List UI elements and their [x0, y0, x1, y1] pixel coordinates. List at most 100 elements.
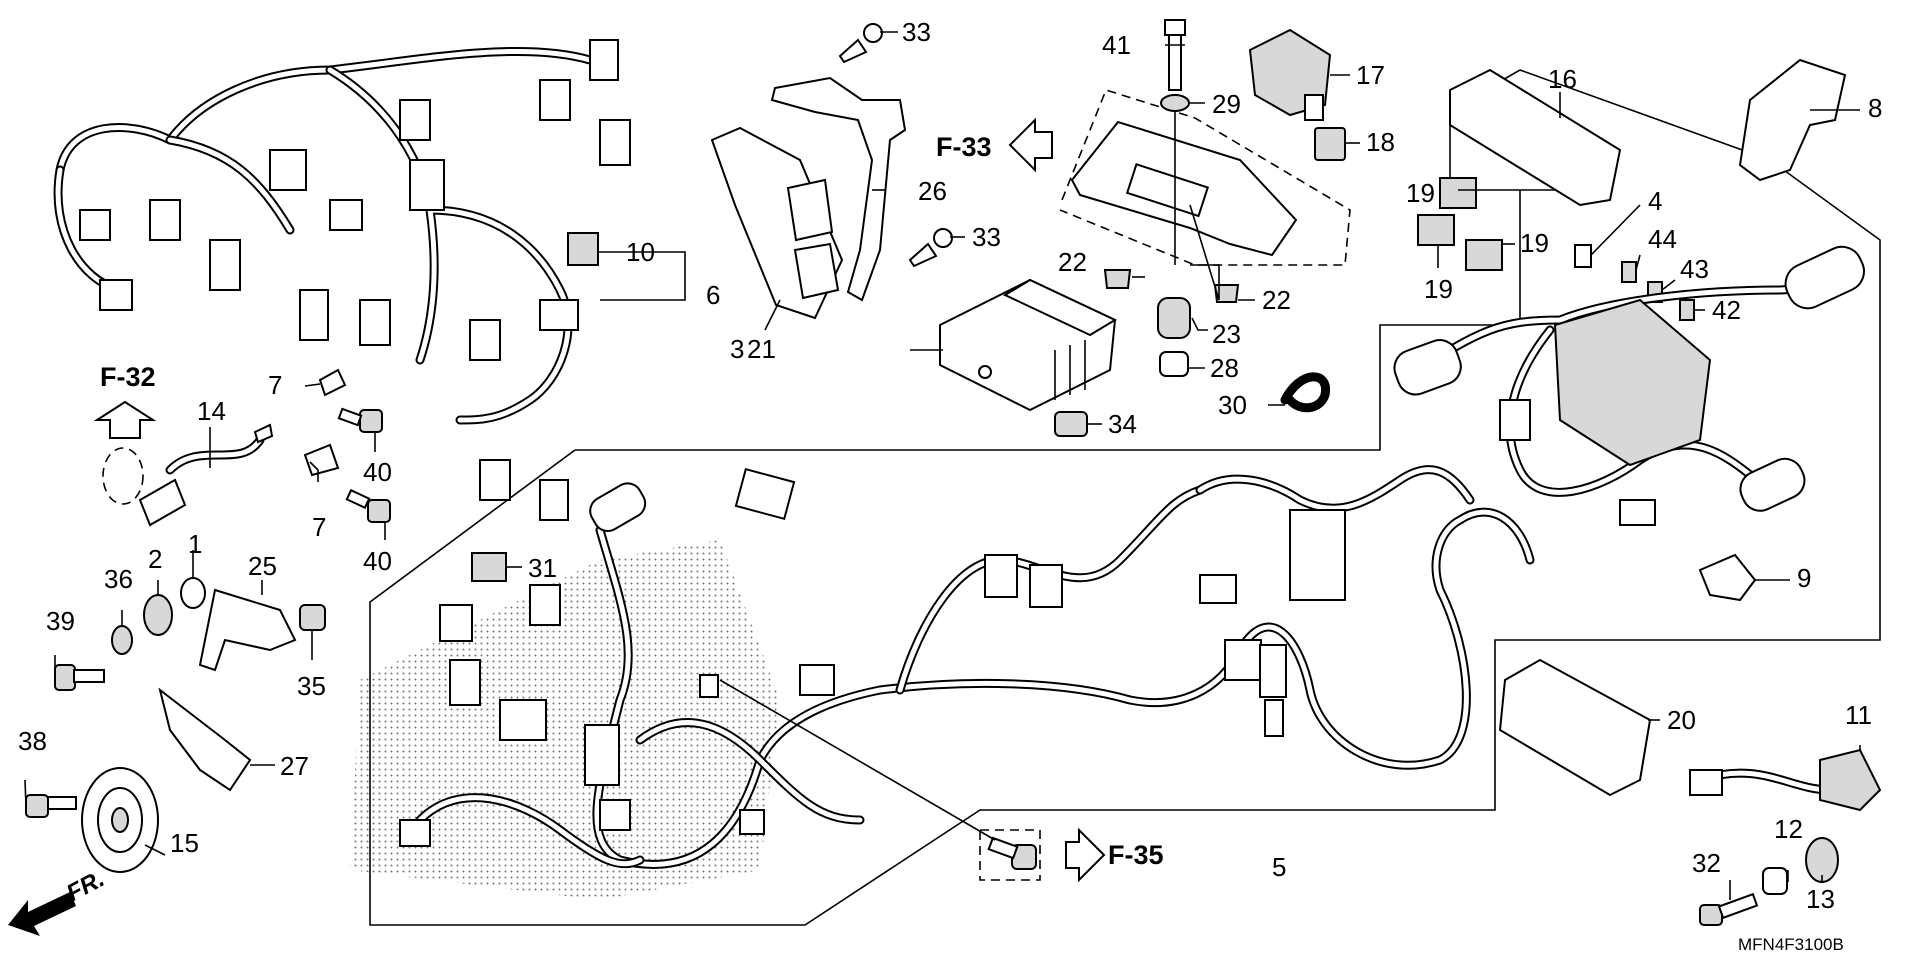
callout-7-lower: 7	[312, 512, 326, 542]
callout-10: 10	[626, 237, 655, 267]
fuse-44[interactable]	[1621, 261, 1637, 283]
callout-28: 28	[1210, 353, 1239, 383]
relay-19-b[interactable]	[1417, 214, 1455, 246]
front-direction-arrow: FR.	[8, 865, 109, 936]
bracket-25[interactable]	[198, 588, 297, 672]
screw-33-top[interactable]	[838, 23, 883, 64]
horn-bracket-27[interactable]	[158, 687, 252, 792]
callout-4: 4	[1648, 186, 1662, 216]
plate-dashed-box	[1059, 89, 1351, 266]
connector-31[interactable]	[471, 552, 507, 582]
ecu-21[interactable]	[710, 126, 844, 320]
callout-22-left: 22	[1058, 247, 1087, 277]
callout-7-upper: 7	[268, 370, 282, 400]
callout-44: 44	[1648, 224, 1677, 254]
regulator-rectifier-3[interactable]	[939, 278, 1118, 412]
relay-19-c[interactable]	[1465, 239, 1503, 271]
callout-12: 12	[1774, 814, 1803, 844]
mounting-plate[interactable]	[1070, 120, 1298, 257]
callout-21: 21	[747, 334, 776, 364]
washer-29[interactable]	[1160, 94, 1190, 112]
clip-7-upper[interactable]	[318, 368, 347, 397]
callout-34: 34	[1108, 409, 1137, 439]
main-harness-5[interactable]	[399, 465, 1535, 869]
bolt-40-lower[interactable]	[345, 488, 391, 523]
grommet-22-left[interactable]	[1103, 269, 1132, 289]
cover-8[interactable]	[1738, 58, 1847, 182]
callout-29: 29	[1212, 89, 1241, 119]
screw-33-mid[interactable]	[908, 228, 953, 268]
ref-f35-label: F-35	[1108, 840, 1164, 870]
collar-1[interactable]	[180, 577, 206, 609]
nut-35[interactable]	[299, 604, 326, 631]
collar-12[interactable]	[1762, 867, 1788, 895]
nut-34[interactable]	[1054, 411, 1088, 437]
terminal-cover-9[interactable]	[1698, 553, 1757, 602]
callout-38: 38	[18, 726, 47, 756]
washer-36[interactable]	[111, 625, 133, 655]
clip-7-lower[interactable]	[303, 443, 340, 477]
relay-cap-18[interactable]	[1314, 127, 1346, 161]
callout-36: 36	[104, 564, 133, 594]
callout-43: 43	[1680, 254, 1709, 284]
sub-harness-6[interactable]	[53, 39, 631, 521]
clamp-30[interactable]	[1280, 372, 1330, 413]
callout-27: 27	[280, 751, 309, 781]
fuse-box-cover-16[interactable]	[1449, 68, 1622, 207]
grommet-2[interactable]	[143, 594, 173, 636]
bolt-40-upper[interactable]	[337, 407, 383, 433]
callout-42: 42	[1712, 295, 1741, 325]
callout-2: 2	[148, 544, 162, 574]
leader-lines	[24, 31, 1861, 900]
grommet-22-right[interactable]	[1213, 284, 1240, 303]
callout-16: 16	[1548, 64, 1577, 94]
callout-19-c: 19	[1424, 274, 1453, 304]
fuse-4[interactable]	[1574, 244, 1592, 268]
f35-dashed-box	[979, 829, 1041, 881]
bolt-f35[interactable]	[987, 836, 1037, 870]
callout-13: 13	[1806, 884, 1835, 914]
callout-20: 20	[1667, 705, 1696, 735]
callout-19-b: 19	[1520, 228, 1549, 258]
bolt-38[interactable]	[25, 794, 77, 818]
callout-35: 35	[297, 671, 326, 701]
fuse-box-20[interactable]	[1498, 658, 1652, 797]
callout-9: 9	[1797, 563, 1811, 593]
callout-39: 39	[46, 606, 75, 636]
collar-28[interactable]	[1159, 351, 1189, 377]
callout-23: 23	[1212, 319, 1241, 349]
horn-15[interactable]	[81, 767, 159, 873]
ref-f33-label: F-33	[936, 132, 992, 162]
callout-33-mid: 33	[972, 222, 1001, 252]
callout-18: 18	[1366, 127, 1395, 157]
rubber-mount-23[interactable]	[1157, 297, 1191, 339]
callout-25: 25	[248, 551, 277, 581]
catalog-code: MFN4F3100B	[1738, 935, 1844, 954]
relay-11[interactable]	[1689, 748, 1882, 812]
battery-cable-assembly[interactable]	[1389, 240, 1870, 526]
callout-33-top: 33	[902, 17, 931, 47]
fuse-42[interactable]	[1679, 299, 1695, 321]
relay-10[interactable]	[567, 232, 599, 266]
callout-31: 31	[528, 553, 557, 583]
callout-40-lower: 40	[363, 546, 392, 576]
callout-6: 6	[706, 280, 720, 310]
ref-arrow-f35: F-35	[1065, 827, 1164, 883]
callout-32: 32	[1692, 848, 1721, 878]
ref-arrow-f33: F-33	[936, 117, 1053, 173]
shaded-zone	[350, 540, 780, 900]
nut-under-f32	[102, 447, 144, 505]
relay-17[interactable]	[1248, 28, 1332, 121]
sensor-14[interactable]	[138, 423, 274, 527]
bracket-26[interactable]	[770, 76, 907, 302]
bolt-32[interactable]	[1699, 892, 1759, 926]
bolt-41[interactable]	[1164, 19, 1186, 91]
callout-41: 41	[1102, 30, 1131, 60]
callout-26: 26	[918, 176, 947, 206]
relay-19-a[interactable]	[1439, 177, 1477, 209]
callout-1: 1	[188, 529, 202, 559]
callout-40-upper: 40	[363, 457, 392, 487]
bolt-39[interactable]	[54, 664, 105, 691]
callout-15: 15	[170, 828, 199, 858]
